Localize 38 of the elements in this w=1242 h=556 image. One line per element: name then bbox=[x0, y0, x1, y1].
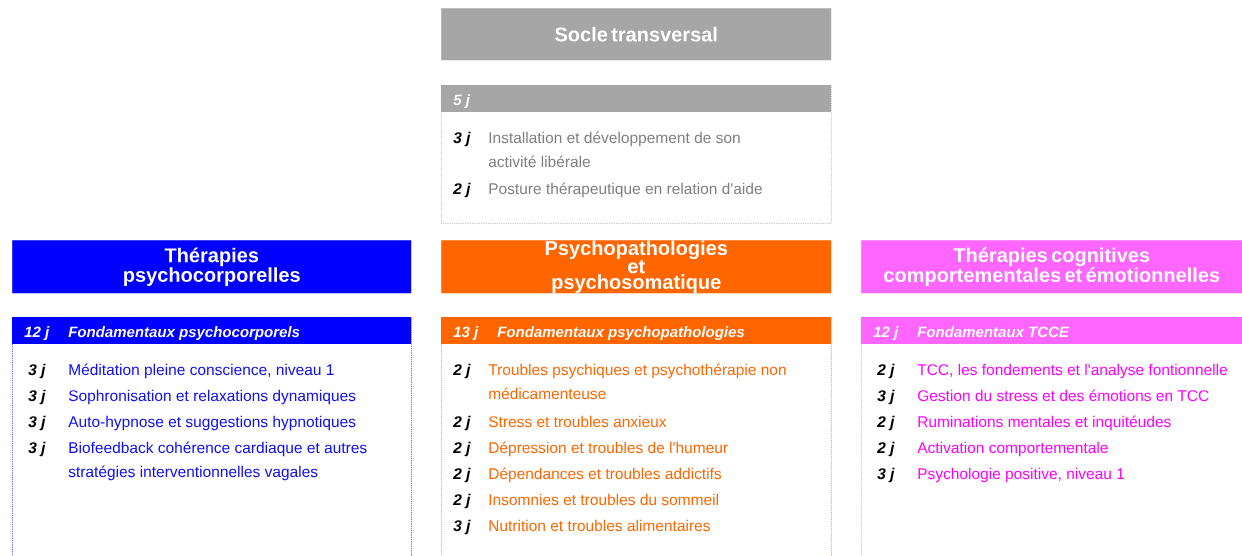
course-title: Ruminations mentales et inquitéudes bbox=[918, 415, 1171, 431]
duration-label: 2 j bbox=[876, 415, 895, 431]
duration-label: 3 j bbox=[28, 415, 46, 431]
course-title: Dépendances et troubles addictifs bbox=[489, 467, 722, 483]
section-banner: Socle transversal bbox=[441, 8, 832, 61]
duration-label: 2 j bbox=[452, 415, 471, 431]
section-banner: Thérapies cognitives comportementales et émotionnelles bbox=[861, 240, 1242, 294]
course-title: Biofeedback cohérence cardiaque et autres stratégies interventionnelles vagales bbox=[68, 441, 367, 481]
course-title: Psychologie positive, niveau 1 bbox=[918, 467, 1125, 483]
duration-label: 2 j bbox=[452, 467, 471, 483]
course-title: Insomnies et troubles du sommeil bbox=[489, 493, 718, 506]
duration-label: 2 j bbox=[876, 441, 895, 457]
course-title: Gestion du stress et des émotions en TCC bbox=[918, 389, 1209, 402]
duration-label: 3 j bbox=[28, 441, 46, 457]
duration-label: 2 j bbox=[876, 363, 895, 379]
duration-label: 2 j bbox=[452, 182, 471, 198]
course-title: Posture thérapeutique en relation d'aide bbox=[489, 182, 762, 198]
duration-label: 2 j bbox=[452, 441, 471, 457]
course-title: Installation et développement de son activité libérale bbox=[488, 131, 740, 168]
duration-label: 3 j bbox=[28, 363, 46, 379]
section-banner: Psychopathologies et psychosomatique bbox=[441, 240, 832, 294]
course-title: Méditation pleine conscience, niveau 1 bbox=[69, 363, 334, 379]
course-title: Sophronisation et relaxations dynamiques bbox=[68, 389, 356, 405]
duration-label: 3 j bbox=[877, 467, 895, 483]
course-title: TCC, les fondements et l'analyse fontionnelle bbox=[917, 363, 1227, 379]
course-title: Stress et troubles anxieux bbox=[488, 415, 667, 428]
course-title: Activation comportementale bbox=[917, 441, 1108, 457]
duration-label: 2 j bbox=[452, 493, 471, 509]
duration-label: 3 j bbox=[28, 389, 46, 405]
duration-label: 3 j bbox=[877, 389, 895, 405]
course-title: Auto-hypnose et suggestions hypnotiques bbox=[68, 415, 356, 431]
duration-label: 3 j bbox=[453, 131, 471, 147]
course-title: Nutrition et troubles alimentaires bbox=[489, 519, 710, 532]
section-banner: Thérapies psychocorporelles bbox=[12, 240, 412, 294]
duration-label: 2 j bbox=[452, 363, 471, 379]
duration-label: 3 j bbox=[453, 519, 471, 535]
course-title: Dépression et troubles de l'humeur bbox=[489, 441, 728, 457]
course-title: Troubles psychiques et psychothérapie non médicamenteuse bbox=[488, 363, 786, 400]
